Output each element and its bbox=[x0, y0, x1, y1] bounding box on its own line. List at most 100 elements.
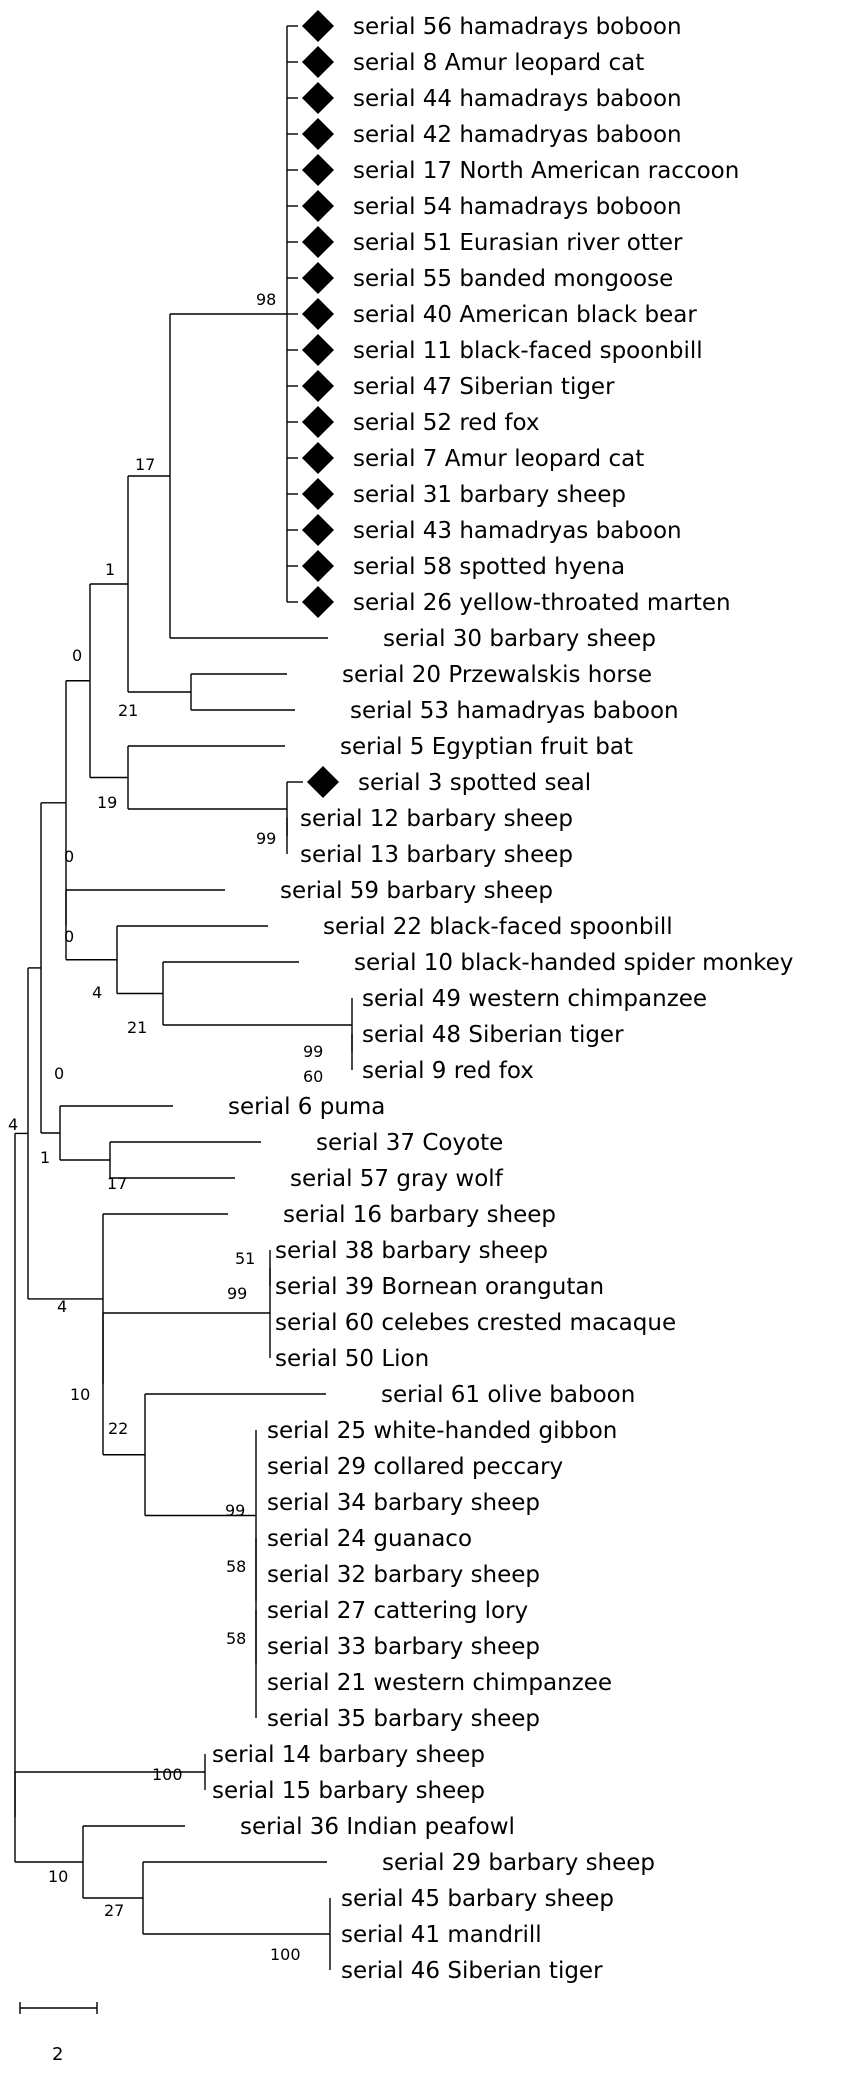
leaf-label-s55: serial 55 banded mongoose bbox=[353, 266, 673, 292]
bootstrap-value: 100 bbox=[152, 1765, 183, 1784]
leaf-label-s34: serial 34 barbary sheep bbox=[267, 1490, 540, 1516]
bootstrap-value: 10 bbox=[48, 1867, 68, 1886]
leaf-marker-s43 bbox=[302, 514, 334, 546]
leaf-labels: serial 56 hamadrays boboon serial 8 Amur … bbox=[212, 14, 793, 1984]
leaf-label-s57: serial 57 gray wolf bbox=[290, 1166, 504, 1192]
bootstrap-value: 1 bbox=[40, 1148, 50, 1167]
leaf-label-s46: serial 46 Siberian tiger bbox=[341, 1958, 603, 1984]
leaf-label-s50: serial 50 Lion bbox=[275, 1346, 429, 1372]
leaf-marker-s3 bbox=[307, 766, 339, 798]
leaf-label-s51: serial 51 Eurasian river otter bbox=[353, 230, 683, 256]
leaf-label-s40: serial 40 American black bear bbox=[353, 302, 697, 328]
leaf-label-s53: serial 53 hamadryas baboon bbox=[350, 698, 679, 724]
leaf-marker-s51 bbox=[302, 226, 334, 258]
bootstrap-value: 58 bbox=[226, 1557, 246, 1576]
leaf-marker-s26 bbox=[302, 586, 334, 618]
leaf-label-s7: serial 7 Amur leopard cat bbox=[353, 446, 644, 472]
leaf-label-s13: serial 13 barbary sheep bbox=[300, 842, 573, 868]
leaf-label-s59: serial 59 barbary sheep bbox=[280, 878, 553, 904]
bootstrap-value: 0 bbox=[54, 1064, 64, 1083]
leaf-label-s29b: serial 29 barbary sheep bbox=[382, 1850, 655, 1876]
leaf-label-s45: serial 45 barbary sheep bbox=[341, 1886, 614, 1912]
bootstrap-value: 17 bbox=[135, 455, 155, 474]
leaf-label-s17: serial 17 North American raccoon bbox=[353, 158, 739, 184]
leaf-label-s30: serial 30 barbary sheep bbox=[383, 626, 656, 652]
bootstrap-value: 19 bbox=[97, 793, 117, 812]
leaf-label-s27: serial 27 cattering lory bbox=[267, 1598, 528, 1624]
leaf-label-s39: serial 39 Bornean orangutan bbox=[275, 1274, 604, 1300]
bootstrap-labels: 9817102119990042199600117445199102299585… bbox=[8, 290, 323, 1964]
bootstrap-value: 60 bbox=[303, 1067, 323, 1086]
leaf-marker-s42 bbox=[302, 118, 334, 150]
bootstrap-value: 0 bbox=[64, 927, 74, 946]
bootstrap-value: 4 bbox=[8, 1115, 18, 1134]
bootstrap-value: 0 bbox=[64, 847, 74, 866]
leaf-label-s26: serial 26 yellow-throated marten bbox=[353, 590, 731, 616]
bootstrap-value: 99 bbox=[225, 1501, 245, 1520]
bootstrap-value: 4 bbox=[57, 1297, 67, 1316]
leaf-label-s41: serial 41 mandrill bbox=[341, 1922, 542, 1948]
leaf-marker-s56 bbox=[302, 10, 334, 42]
bootstrap-value: 21 bbox=[127, 1018, 147, 1037]
leaf-label-s5: serial 5 Egyptian fruit bat bbox=[340, 734, 633, 760]
leaf-label-s20: serial 20 Przewalskis horse bbox=[342, 662, 652, 688]
leaf-marker-s7 bbox=[302, 442, 334, 474]
leaf-markers bbox=[302, 10, 339, 798]
leaf-label-s38: serial 38 barbary sheep bbox=[275, 1238, 548, 1264]
leaf-label-s61: serial 61 olive baboon bbox=[381, 1382, 635, 1408]
leaf-label-s31: serial 31 barbary sheep bbox=[353, 482, 626, 508]
leaf-marker-s17 bbox=[302, 154, 334, 186]
bootstrap-value: 4 bbox=[92, 983, 102, 1002]
leaf-label-s37: serial 37 Coyote bbox=[316, 1130, 503, 1156]
leaf-marker-s47 bbox=[302, 370, 334, 402]
leaf-label-s15: serial 15 barbary sheep bbox=[212, 1778, 485, 1804]
leaf-label-s16: serial 16 barbary sheep bbox=[283, 1202, 556, 1228]
leaf-label-s52: serial 52 red fox bbox=[353, 410, 539, 436]
leaf-marker-s11 bbox=[302, 334, 334, 366]
leaf-marker-s58 bbox=[302, 550, 334, 582]
bootstrap-value: 99 bbox=[227, 1284, 247, 1303]
bootstrap-value: 1 bbox=[105, 560, 115, 579]
leaf-label-s56: serial 56 hamadrays boboon bbox=[353, 14, 682, 40]
bootstrap-value: 100 bbox=[270, 1945, 301, 1964]
leaf-marker-s8 bbox=[302, 46, 334, 78]
leaf-marker-s55 bbox=[302, 262, 334, 294]
leaf-label-s42: serial 42 hamadryas baboon bbox=[353, 122, 682, 148]
bootstrap-value: 21 bbox=[118, 701, 138, 720]
bootstrap-value: 0 bbox=[72, 646, 82, 665]
leaf-label-s32: serial 32 barbary sheep bbox=[267, 1562, 540, 1588]
scale-bar: 2 bbox=[19, 2002, 98, 2065]
leaf-label-s8: serial 8 Amur leopard cat bbox=[353, 50, 644, 76]
leaf-label-s35: serial 35 barbary sheep bbox=[267, 1706, 540, 1732]
leaf-label-s43: serial 43 hamadryas baboon bbox=[353, 518, 682, 544]
leaf-label-s24: serial 24 guanaco bbox=[267, 1526, 472, 1552]
bootstrap-value: 98 bbox=[256, 290, 276, 309]
leaf-marker-s31 bbox=[302, 478, 334, 510]
tree-branches bbox=[14, 25, 353, 1970]
leaf-label-s58: serial 58 spotted hyena bbox=[353, 554, 625, 580]
leaf-label-s48: serial 48 Siberian tiger bbox=[362, 1022, 624, 1048]
leaf-label-s49: serial 49 western chimpanzee bbox=[362, 986, 707, 1012]
leaf-marker-s52 bbox=[302, 406, 334, 438]
leaf-label-s54: serial 54 hamadrays boboon bbox=[353, 194, 682, 220]
leaf-label-s3: serial 3 spotted seal bbox=[358, 770, 591, 796]
bootstrap-value: 22 bbox=[108, 1419, 128, 1438]
leaf-label-s36: serial 36 Indian peafowl bbox=[240, 1814, 515, 1840]
bootstrap-value: 99 bbox=[303, 1042, 323, 1061]
leaf-label-s33: serial 33 barbary sheep bbox=[267, 1634, 540, 1660]
leaf-label-s29a: serial 29 collared peccary bbox=[267, 1454, 563, 1480]
leaf-label-s44: serial 44 hamadrays baboon bbox=[353, 86, 682, 112]
leaf-label-s14: serial 14 barbary sheep bbox=[212, 1742, 485, 1768]
leaf-label-s21: serial 21 western chimpanzee bbox=[267, 1670, 612, 1696]
leaf-marker-s40 bbox=[302, 298, 334, 330]
bootstrap-value: 27 bbox=[104, 1901, 124, 1920]
bootstrap-value: 10 bbox=[70, 1385, 90, 1404]
leaf-label-s25: serial 25 white-handed gibbon bbox=[267, 1418, 617, 1444]
leaf-label-s60: serial 60 celebes crested macaque bbox=[275, 1310, 676, 1336]
leaf-label-s9: serial 9 red fox bbox=[362, 1058, 534, 1084]
leaf-label-s22: serial 22 black-faced spoonbill bbox=[323, 914, 673, 940]
bootstrap-value: 99 bbox=[256, 829, 276, 848]
scale-bar-label: 2 bbox=[52, 2044, 63, 2065]
leaf-label-s47: serial 47 Siberian tiger bbox=[353, 374, 615, 400]
